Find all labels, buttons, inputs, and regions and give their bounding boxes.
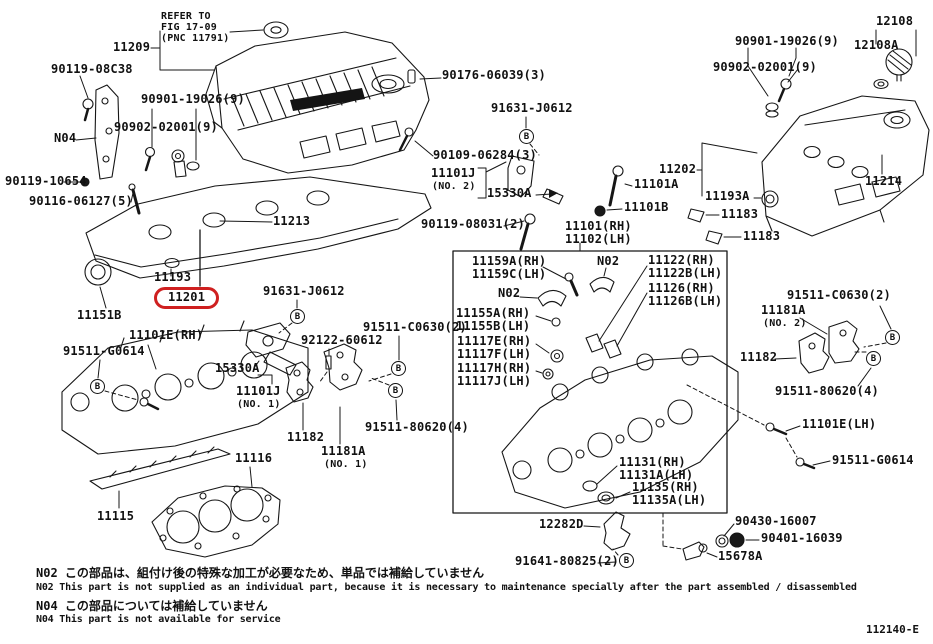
part-label-91511-c0630-l[interactable]: 91511-C0630(2) xyxy=(363,320,467,334)
oil-filler-cap-12108 xyxy=(873,48,913,90)
part-label-11182-r[interactable]: 11182 xyxy=(740,350,778,364)
part-label-90109-06284[interactable]: 90109-06284(3) xyxy=(433,148,537,162)
part-label-91511-80620-l[interactable]: 91511-80620(4) xyxy=(365,420,469,434)
part-label-90430-16007[interactable]: 90430-16007 xyxy=(735,514,817,528)
part-label-11193a[interactable]: 11193A xyxy=(705,189,750,203)
part-label-11101j-2-sub[interactable]: (NO. 2) xyxy=(432,181,476,192)
part-label-12282d[interactable]: 12282D xyxy=(539,517,584,531)
part-label-15330a-t[interactable]: 15330A xyxy=(487,186,532,200)
valve-cover-right xyxy=(761,95,930,237)
part-label-91511-c0630-r[interactable]: 91511-C0630(2) xyxy=(787,288,891,302)
part-label-11183-2[interactable]: 11183 xyxy=(743,229,781,243)
part-label-90901-19026-l[interactable]: 90901-19026(9) xyxy=(141,92,245,106)
part-label-91641-80825[interactable]: 91641-80825(2) xyxy=(515,554,619,568)
part-label-11131[interactable]: 11131(RH) 11131A(LH) xyxy=(619,455,694,482)
part-label-11209[interactable]: 11209 xyxy=(113,40,151,54)
part-label-11126[interactable]: 11126(RH) 11126B(LH) xyxy=(648,281,723,308)
ref-marker-b-7: B xyxy=(619,553,634,568)
small-parts xyxy=(80,69,860,561)
valve-cover-left xyxy=(85,176,432,279)
part-label-11193[interactable]: 11193 xyxy=(154,270,192,284)
oil-seal-11151b xyxy=(84,257,180,286)
ref-marker-b-0: B xyxy=(519,129,534,144)
ref-marker-b-4: B xyxy=(90,379,105,394)
part-label-11101j-2[interactable]: 11101J xyxy=(431,166,476,180)
part-label-11181a-1-sub[interactable]: (NO. 1) xyxy=(324,459,368,470)
part-label-11155[interactable]: 11155A(RH) 11155B(LH) xyxy=(456,306,531,333)
part-label-11101j-1-sub[interactable]: (NO. 1) xyxy=(237,399,281,410)
part-label-11201[interactable]: 11201 xyxy=(154,287,220,309)
part-label-90401-16039[interactable]: 90401-16039 xyxy=(761,531,843,545)
part-label-11101e-lh[interactable]: 11101E(LH) xyxy=(802,417,877,431)
part-label-90176-06039[interactable]: 90176-06039(3) xyxy=(442,68,546,82)
part-label-refer-fig[interactable]: REFER TO FIG 17-09 (PNC 11791) xyxy=(161,11,230,44)
parts-box xyxy=(452,250,728,514)
part-label-91511-g0614-l[interactable]: 91511-G0614 xyxy=(63,344,145,358)
ref-marker-b-2: B xyxy=(391,361,406,376)
part-label-91631-j0612-t[interactable]: 91631-J0612 xyxy=(491,101,573,115)
part-label-11115[interactable]: 11115 xyxy=(97,509,135,523)
part-label-12108a[interactable]: 12108A xyxy=(854,38,899,52)
part-label-15678a[interactable]: 15678A xyxy=(718,549,763,563)
part-label-11116[interactable]: 11116 xyxy=(235,451,273,465)
note-n02-jp: N02 この部品は、組付け後の特殊な加工が必要なため、単品では補給していません xyxy=(36,566,485,580)
part-label-90902-02001-l[interactable]: 90902-02001(9) xyxy=(114,120,218,134)
cylinder-head-left xyxy=(61,320,309,455)
part-label-11202[interactable]: 11202 xyxy=(659,162,697,176)
note-n04-en: N04 This part is not available for servi… xyxy=(36,614,281,625)
part-label-11181a-2-sub[interactable]: (NO. 2) xyxy=(763,318,807,329)
part-label-11122[interactable]: 11122(RH) 11122B(LH) xyxy=(648,253,723,280)
part-label-90119-08c38[interactable]: 90119-08C38 xyxy=(51,62,133,76)
cylinder-head-right xyxy=(501,348,739,509)
part-label-12108[interactable]: 12108 xyxy=(876,14,914,28)
part-label-11151b[interactable]: 11151B xyxy=(77,308,122,322)
toyota-emblem xyxy=(263,21,289,39)
part-label-11101-11102[interactable]: 11101(RH) 11102(LH) xyxy=(565,219,632,246)
part-label-11101j-1[interactable]: 11101J xyxy=(236,384,281,398)
part-label-11182-l[interactable]: 11182 xyxy=(287,430,325,444)
part-label-11213[interactable]: 11213 xyxy=(273,214,311,228)
ref-marker-b-6: B xyxy=(866,351,881,366)
part-label-92122-60612[interactable]: 92122-60612 xyxy=(301,333,383,347)
part-label-n02-a: N02 xyxy=(597,254,620,268)
part-label-n04: N04 xyxy=(54,131,77,145)
part-label-91511-80620-r[interactable]: 91511-80620(4) xyxy=(775,384,879,398)
part-label-15330a-l[interactable]: 15330A xyxy=(215,361,260,375)
figure-code: 112140-E xyxy=(866,623,919,636)
part-label-11181a-2[interactable]: 11181A xyxy=(761,303,806,317)
part-label-11101e-rh[interactable]: 11101E(RH) xyxy=(129,328,204,342)
ref-marker-b-1: B xyxy=(290,309,305,324)
dashed-lines xyxy=(104,143,887,556)
ref-marker-b-3: B xyxy=(388,383,403,398)
part-label-n02-b: N02 xyxy=(498,286,521,300)
part-label-91511-g0614-r[interactable]: 91511-G0614 xyxy=(832,453,914,467)
gasket-strip-11115 xyxy=(89,446,231,490)
part-label-11117hj[interactable]: 11117H(RH) 11117J(LH) xyxy=(457,361,532,388)
part-label-11214[interactable]: 11214 xyxy=(865,174,903,188)
part-label-90901-19026-r[interactable]: 90901-19026(9) xyxy=(735,34,839,48)
part-label-11101a[interactable]: 11101A xyxy=(634,177,679,191)
part-label-91631-j0612-l[interactable]: 91631-J0612 xyxy=(263,284,345,298)
part-label-11117ef[interactable]: 11117E(RH) 11117F(LH) xyxy=(457,334,532,361)
part-label-11101b[interactable]: 11101B xyxy=(624,200,669,214)
leader-lines xyxy=(63,29,917,564)
note-n02-en: N02 This part is not supplied as an indi… xyxy=(36,582,857,593)
bracket-strip-n04 xyxy=(94,84,120,180)
part-label-11135[interactable]: 11135(RH) 11135A(LH) xyxy=(632,480,707,507)
engine-cover xyxy=(205,31,430,174)
part-label-90119-10654[interactable]: 90119-10654 xyxy=(5,174,87,188)
part-label-90116-06127[interactable]: 90116-06127(5) xyxy=(29,194,133,208)
part-label-11159[interactable]: 11159A(RH) 11159C(LH) xyxy=(472,254,547,281)
note-n04-jp: N04 この部品については補給していません xyxy=(36,599,268,613)
part-label-11181a-1[interactable]: 11181A xyxy=(321,444,366,458)
part-label-11183-1[interactable]: 11183 xyxy=(721,207,759,221)
head-gasket-11116 xyxy=(151,485,281,558)
part-label-90119-08031[interactable]: 90119-08031(2) xyxy=(421,217,525,231)
ref-marker-b-5: B xyxy=(885,330,900,345)
part-label-90902-02001-r[interactable]: 90902-02001(9) xyxy=(713,60,817,74)
